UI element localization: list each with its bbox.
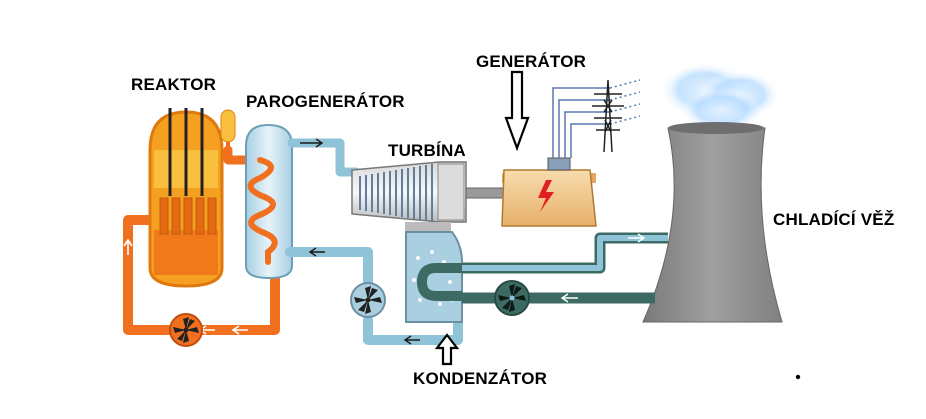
condenser-coil xyxy=(416,263,462,301)
turbine xyxy=(351,161,509,232)
steam-cloud xyxy=(660,62,780,132)
generator xyxy=(501,157,597,227)
control-rods xyxy=(168,108,204,196)
lightning-icon xyxy=(538,180,554,212)
turbine-shaft xyxy=(465,187,509,199)
steam-generator-coil xyxy=(247,157,278,265)
generator-pointer-arrow xyxy=(504,70,530,152)
reactor-vessel xyxy=(148,108,224,288)
cooling-loop xyxy=(462,232,668,304)
condenser xyxy=(405,231,463,323)
cooling-pump-icon xyxy=(494,280,530,316)
label-steam-generator: PAROGENERÁTOR xyxy=(246,92,405,111)
steam-generator xyxy=(245,123,293,280)
condenser-pointer-arrow xyxy=(434,333,460,366)
label-turbine: TURBÍNA xyxy=(388,141,466,160)
pressurizer xyxy=(220,109,236,152)
label-reactor: REAKTOR xyxy=(131,75,217,94)
fuel-rods xyxy=(159,197,217,235)
label-generator: GENERÁTOR xyxy=(476,52,587,71)
cooling-flow-arrows xyxy=(560,233,646,303)
transmission-pylon-icon xyxy=(592,79,624,153)
cooling-tower xyxy=(642,125,783,323)
turbine-blades xyxy=(359,164,433,221)
label-cooling-tower: CHLADÍCÍ VĚŽ xyxy=(773,210,895,229)
secondary-flow-arrows xyxy=(300,138,420,345)
feedwater-pump-icon xyxy=(350,282,386,318)
primary-pump-icon xyxy=(169,313,203,347)
label-condenser: KONDENZÁTOR xyxy=(413,369,548,388)
stray-dot xyxy=(795,374,801,380)
power-lines xyxy=(552,79,641,158)
